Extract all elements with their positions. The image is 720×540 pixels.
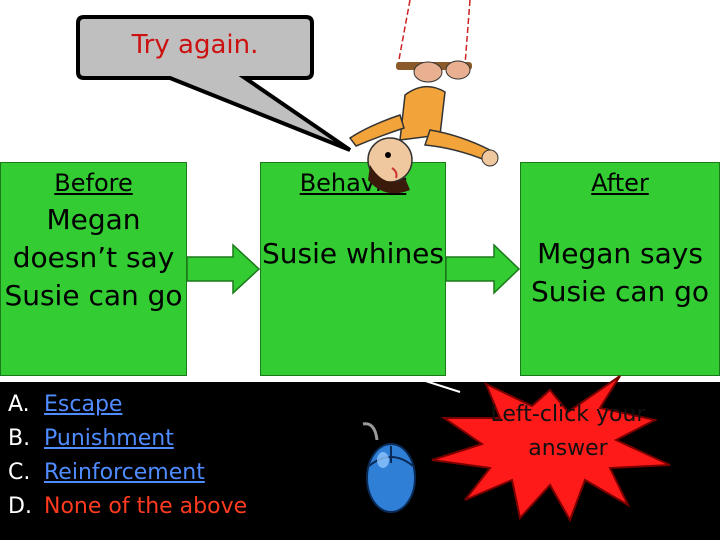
before-title: Before (54, 169, 133, 197)
starburst-callout (431, 375, 671, 523)
answer-letter: D. (8, 494, 32, 519)
feedback-text: Try again. (131, 30, 259, 60)
arrow-right-icon (446, 243, 521, 295)
answer-option-d[interactable]: D. None of the above (8, 490, 308, 524)
after-text: Megan says Susie can go (530, 237, 710, 308)
answer-option-a[interactable]: A. Escape (8, 388, 308, 422)
computer-mouse-icon (362, 422, 416, 513)
answer-link-none[interactable]: None of the above (44, 494, 248, 519)
answer-link-punishment[interactable]: Punishment (44, 426, 174, 451)
after-title: After (591, 169, 649, 197)
answer-list: A. Escape B. Punishment C. Reinforcement… (8, 388, 308, 524)
answer-letter: B. (8, 426, 31, 451)
before-text: Megan doesn’t say Susie can go (4, 203, 183, 312)
answer-option-c[interactable]: C. Reinforcement (8, 456, 308, 490)
behavior-box: Behavior Susie whines (260, 162, 446, 376)
answer-link-escape[interactable]: Escape (44, 392, 123, 417)
hint-text: Left-click your answer (490, 402, 646, 461)
answer-option-b[interactable]: B. Punishment (8, 422, 308, 456)
arrow-right-icon (187, 243, 261, 295)
pointer-line (415, 377, 461, 393)
swinging-girl-illustration (348, 0, 499, 194)
behavior-text: Susie whines (262, 237, 444, 270)
before-box: Before Megan doesn’t say Susie can go (0, 162, 187, 376)
answer-letter: A. (8, 392, 30, 417)
after-box: After Megan says Susie can go (520, 162, 720, 376)
answer-letter: C. (8, 460, 31, 485)
answer-link-reinforcement[interactable]: Reinforcement (44, 460, 205, 485)
